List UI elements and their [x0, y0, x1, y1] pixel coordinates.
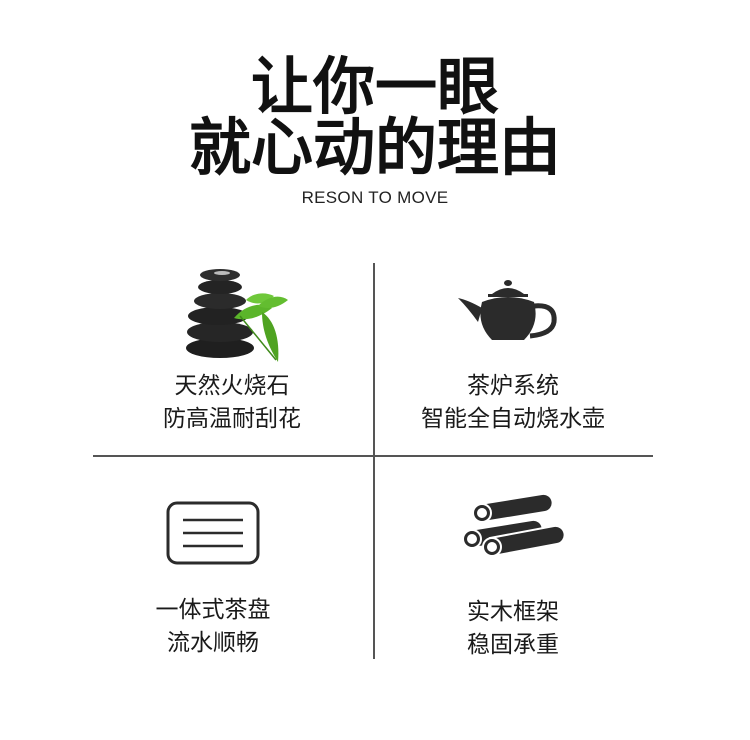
vertical-divider [373, 263, 375, 659]
headline-line-1: 让你一眼 [250, 50, 499, 123]
feature-stones: 天然火烧石 防高温耐刮花 [92, 262, 372, 452]
feature-label-line-1: 天然火烧石 [174, 373, 290, 399]
teapot-icon [373, 278, 653, 348]
wood-logs-icon [373, 490, 653, 566]
feature-wood-frame: 实木框架 稳固承重 [373, 460, 653, 660]
feature-teapot: 茶炉系统 智能全自动烧水壶 [373, 262, 653, 452]
headline-line-2: 就心动的理由 [188, 111, 561, 184]
feature-label-line-1: 实木框架 [467, 599, 559, 625]
feature-label-line-2: 稳固承重 [467, 632, 559, 658]
feature-label-line-1: 茶炉系统 [467, 373, 559, 399]
feature-label-line-1: 一体式茶盘 [155, 597, 271, 623]
feature-label-line-2: 防高温耐刮花 [163, 406, 301, 432]
subtitle: RESON TO MOVE [301, 188, 449, 207]
horizontal-divider [93, 455, 653, 457]
feature-label-line-2: 流水顺畅 [167, 630, 259, 656]
feature-tea-tray: 一体式茶盘 流水顺畅 [73, 460, 353, 660]
stones-leaf-icon [92, 266, 372, 366]
feature-label-line-2: 智能全自动烧水壶 [421, 406, 605, 432]
tea-tray-icon [73, 500, 353, 566]
